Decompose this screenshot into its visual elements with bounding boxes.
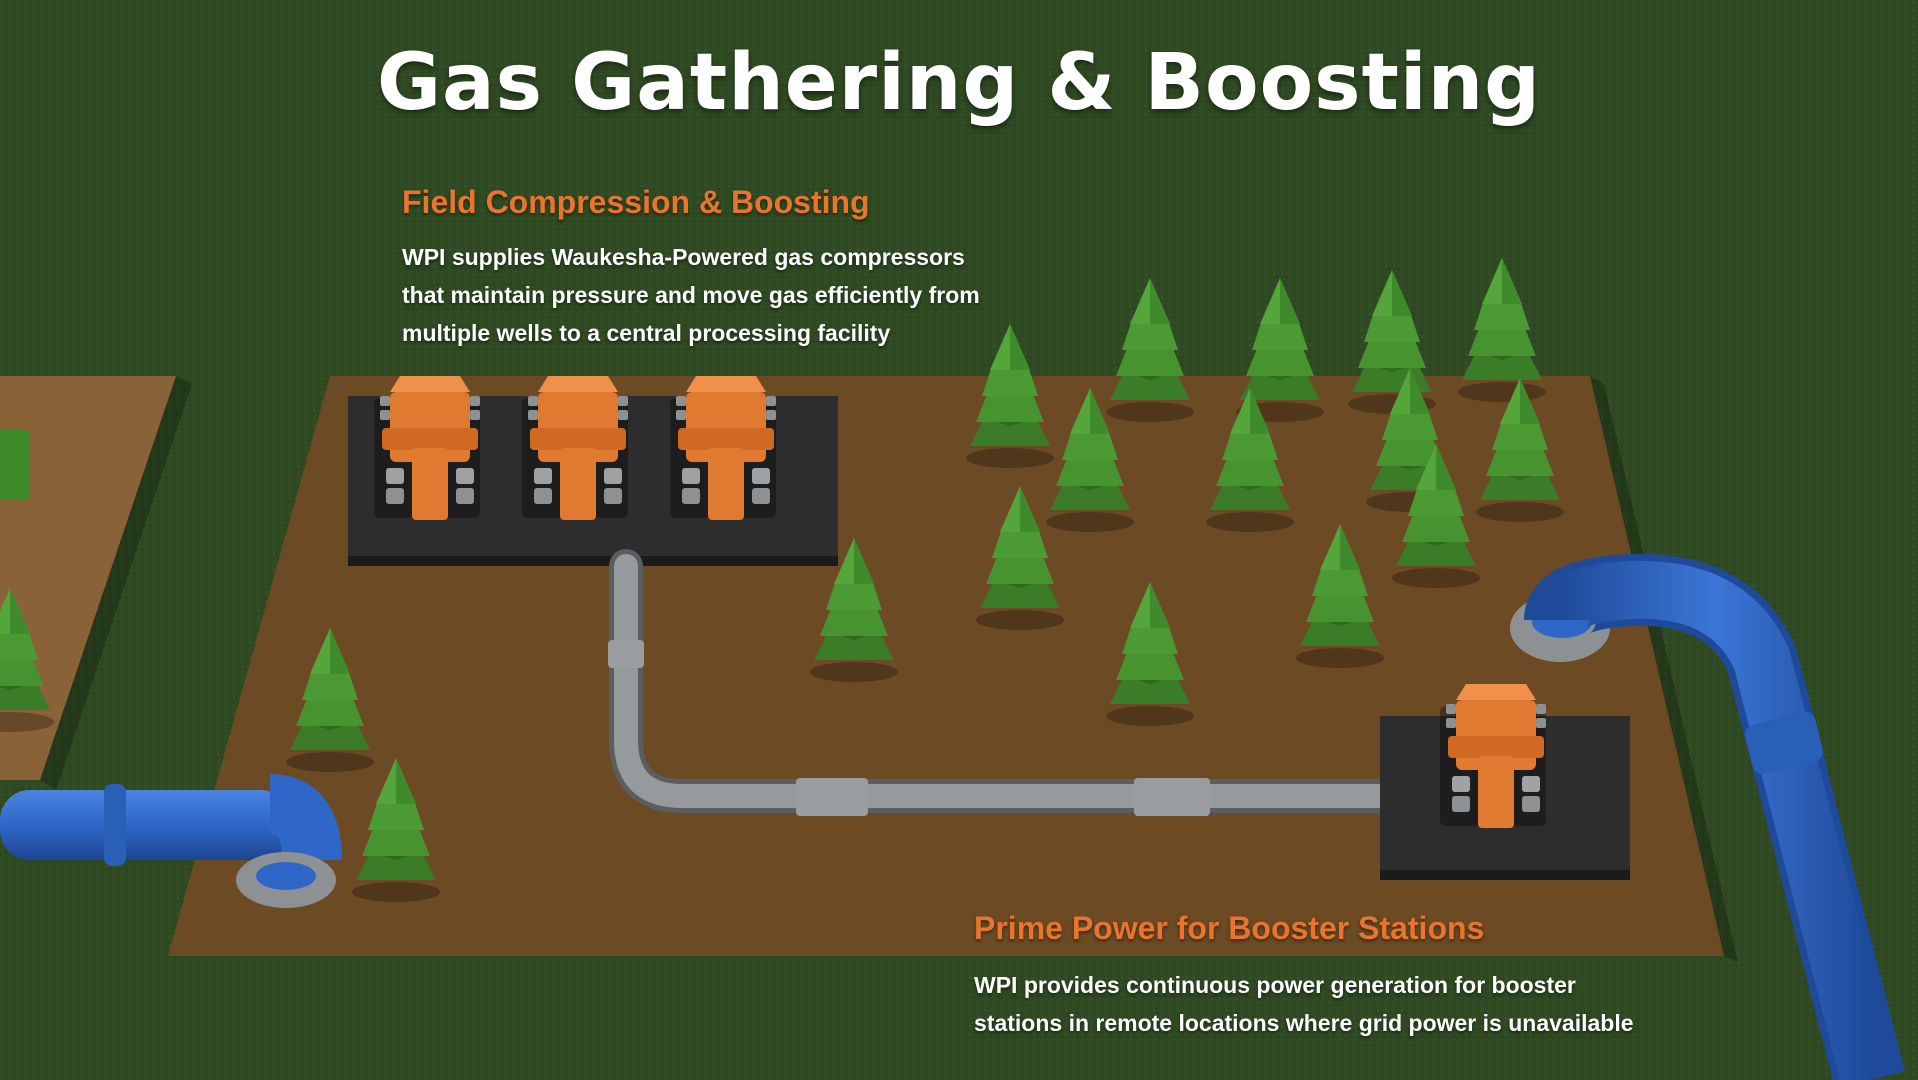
field-compression-description: WPI supplies Waukesha-Powered gas compre… [402,238,980,352]
left-blue-pipeline [0,790,290,860]
field-compression-line-2: that maintain pressure and move gas effi… [402,282,980,308]
compressor-unit-1 [374,376,480,520]
compressor-unit-3 [670,376,776,520]
prime-power-description: WPI provides continuous power generation… [974,966,1634,1042]
field-compression-heading: Field Compression & Boosting [402,184,870,220]
booster-compressor-unit [1440,684,1546,828]
field-compression-line-3: multiple wells to a central processing f… [402,320,891,346]
compressor-unit-2 [522,376,628,520]
page-title: Gas Gathering & Boosting [377,38,1541,128]
left-ground-plot [0,376,176,780]
prime-power-heading: Prime Power for Booster Stations [974,910,1485,946]
prime-power-line-1: WPI provides continuous power generation… [974,972,1576,998]
field-compression-line-1: WPI supplies Waukesha-Powered gas compre… [402,244,965,270]
prime-power-line-2: stations in remote locations where grid … [974,1010,1634,1036]
